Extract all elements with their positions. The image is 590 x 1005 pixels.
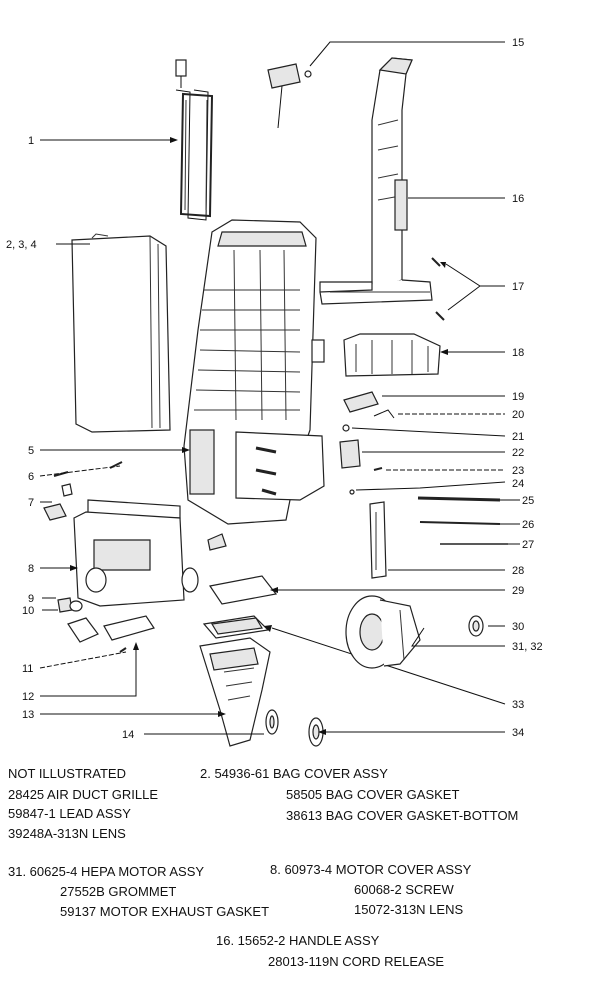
callout-15: 15 [512, 37, 524, 49]
callout-1: 1 [28, 135, 34, 147]
handle-item: 28013-119N CORD RELEASE [268, 954, 445, 969]
callout-29: 29 [512, 585, 524, 597]
main-housing [183, 219, 325, 525]
callout-14: 14 [122, 729, 134, 741]
callout-26: 26 [522, 519, 534, 531]
callout-31-32: 31, 32 [512, 641, 543, 653]
callout-28: 28 [512, 565, 524, 577]
motor-cover-heading: 8. 60973-4 MOTOR COVER ASSY [270, 862, 472, 877]
callout-24: 24 [512, 478, 524, 490]
leader-21 [351, 427, 506, 437]
motor-cover-item: 15072-313N LENS [354, 902, 464, 917]
exploded-parts-diagram: 1 15 16 2, 3, 4 17 18 19 20 21 22 5 23 6… [6, 37, 543, 747]
strips-25-28 [369, 496, 508, 579]
motor-cover-item: 60068-2 SCREW [354, 882, 454, 897]
bag-housing-18 [343, 333, 441, 377]
hepa-motor-heading: 31. 60625-4 HEPA MOTOR ASSY [8, 864, 205, 879]
hepa-motor-item: 59137 MOTOR EXHAUST GASKET [60, 904, 270, 919]
small-parts-19-24 [339, 391, 395, 495]
callout-21: 21 [512, 431, 524, 443]
callout-19: 19 [512, 391, 524, 403]
leader-24 [355, 481, 506, 491]
callout-27: 27 [522, 539, 534, 551]
callout-7: 7 [28, 497, 34, 509]
callout-13: 13 [22, 709, 34, 721]
leader-11 [39, 651, 127, 669]
not-illustrated-item: 39248A-313N LENS [8, 826, 126, 841]
callout-5: 5 [28, 445, 34, 457]
hepa-motor-item: 27552B GROMMET [60, 884, 177, 899]
callout-16: 16 [512, 193, 524, 205]
power-cord [175, 59, 214, 221]
callout-25: 25 [522, 495, 534, 507]
screws-17 [431, 257, 445, 321]
gasket-34 [308, 717, 324, 747]
bag-cover-heading: 2. 54936-61 BAG COVER ASSY [200, 766, 388, 781]
callout-11: 11 [22, 663, 33, 675]
callout-20: 20 [512, 409, 524, 421]
leader-6 [39, 465, 121, 477]
callout-12: 12 [22, 691, 34, 703]
callout-10: 10 [22, 605, 34, 617]
leader-3132 [411, 627, 505, 647]
callout-34: 34 [512, 727, 524, 739]
not-illustrated-heading: NOT ILLUSTRATED [8, 766, 126, 781]
callout-30: 30 [512, 621, 524, 633]
leader-12 [40, 650, 137, 697]
base-housing [199, 637, 271, 747]
handle-assembly [319, 57, 433, 305]
bag-cover-item: 38613 BAG COVER GASKET-BOTTOM [286, 808, 519, 823]
grommet-14 [265, 709, 279, 735]
handle-heading: 16. 15652-2 HANDLE ASSY [216, 933, 380, 948]
callout-2-3-4: 2, 3, 4 [6, 239, 37, 251]
not-illustrated-item: 28425 AIR DUCT GRILLE [8, 787, 159, 802]
parts-6-7 [43, 461, 123, 521]
part-30 [468, 615, 484, 637]
callout-23: 23 [512, 465, 524, 477]
callout-9: 9 [28, 593, 34, 605]
bag-cover-item: 58505 BAG COVER GASKET [286, 787, 460, 802]
parts-9-10 [57, 597, 83, 613]
switch-bracket [267, 63, 312, 129]
callout-8: 8 [28, 563, 34, 575]
lens-pieces [67, 615, 155, 653]
callout-18: 18 [512, 347, 524, 359]
not-illustrated-item: 59847-1 LEAD ASSY [8, 806, 131, 821]
callout-17: 17 [512, 281, 524, 293]
motor-cover [73, 499, 227, 607]
motor-31 [345, 595, 421, 669]
leader-15 [309, 41, 505, 67]
filter-plates [202, 575, 278, 639]
bag-cover [71, 233, 171, 433]
callout-33: 33 [512, 699, 524, 711]
callout-6: 6 [28, 471, 34, 483]
callout-22: 22 [512, 447, 524, 459]
leader-17 [445, 263, 505, 311]
